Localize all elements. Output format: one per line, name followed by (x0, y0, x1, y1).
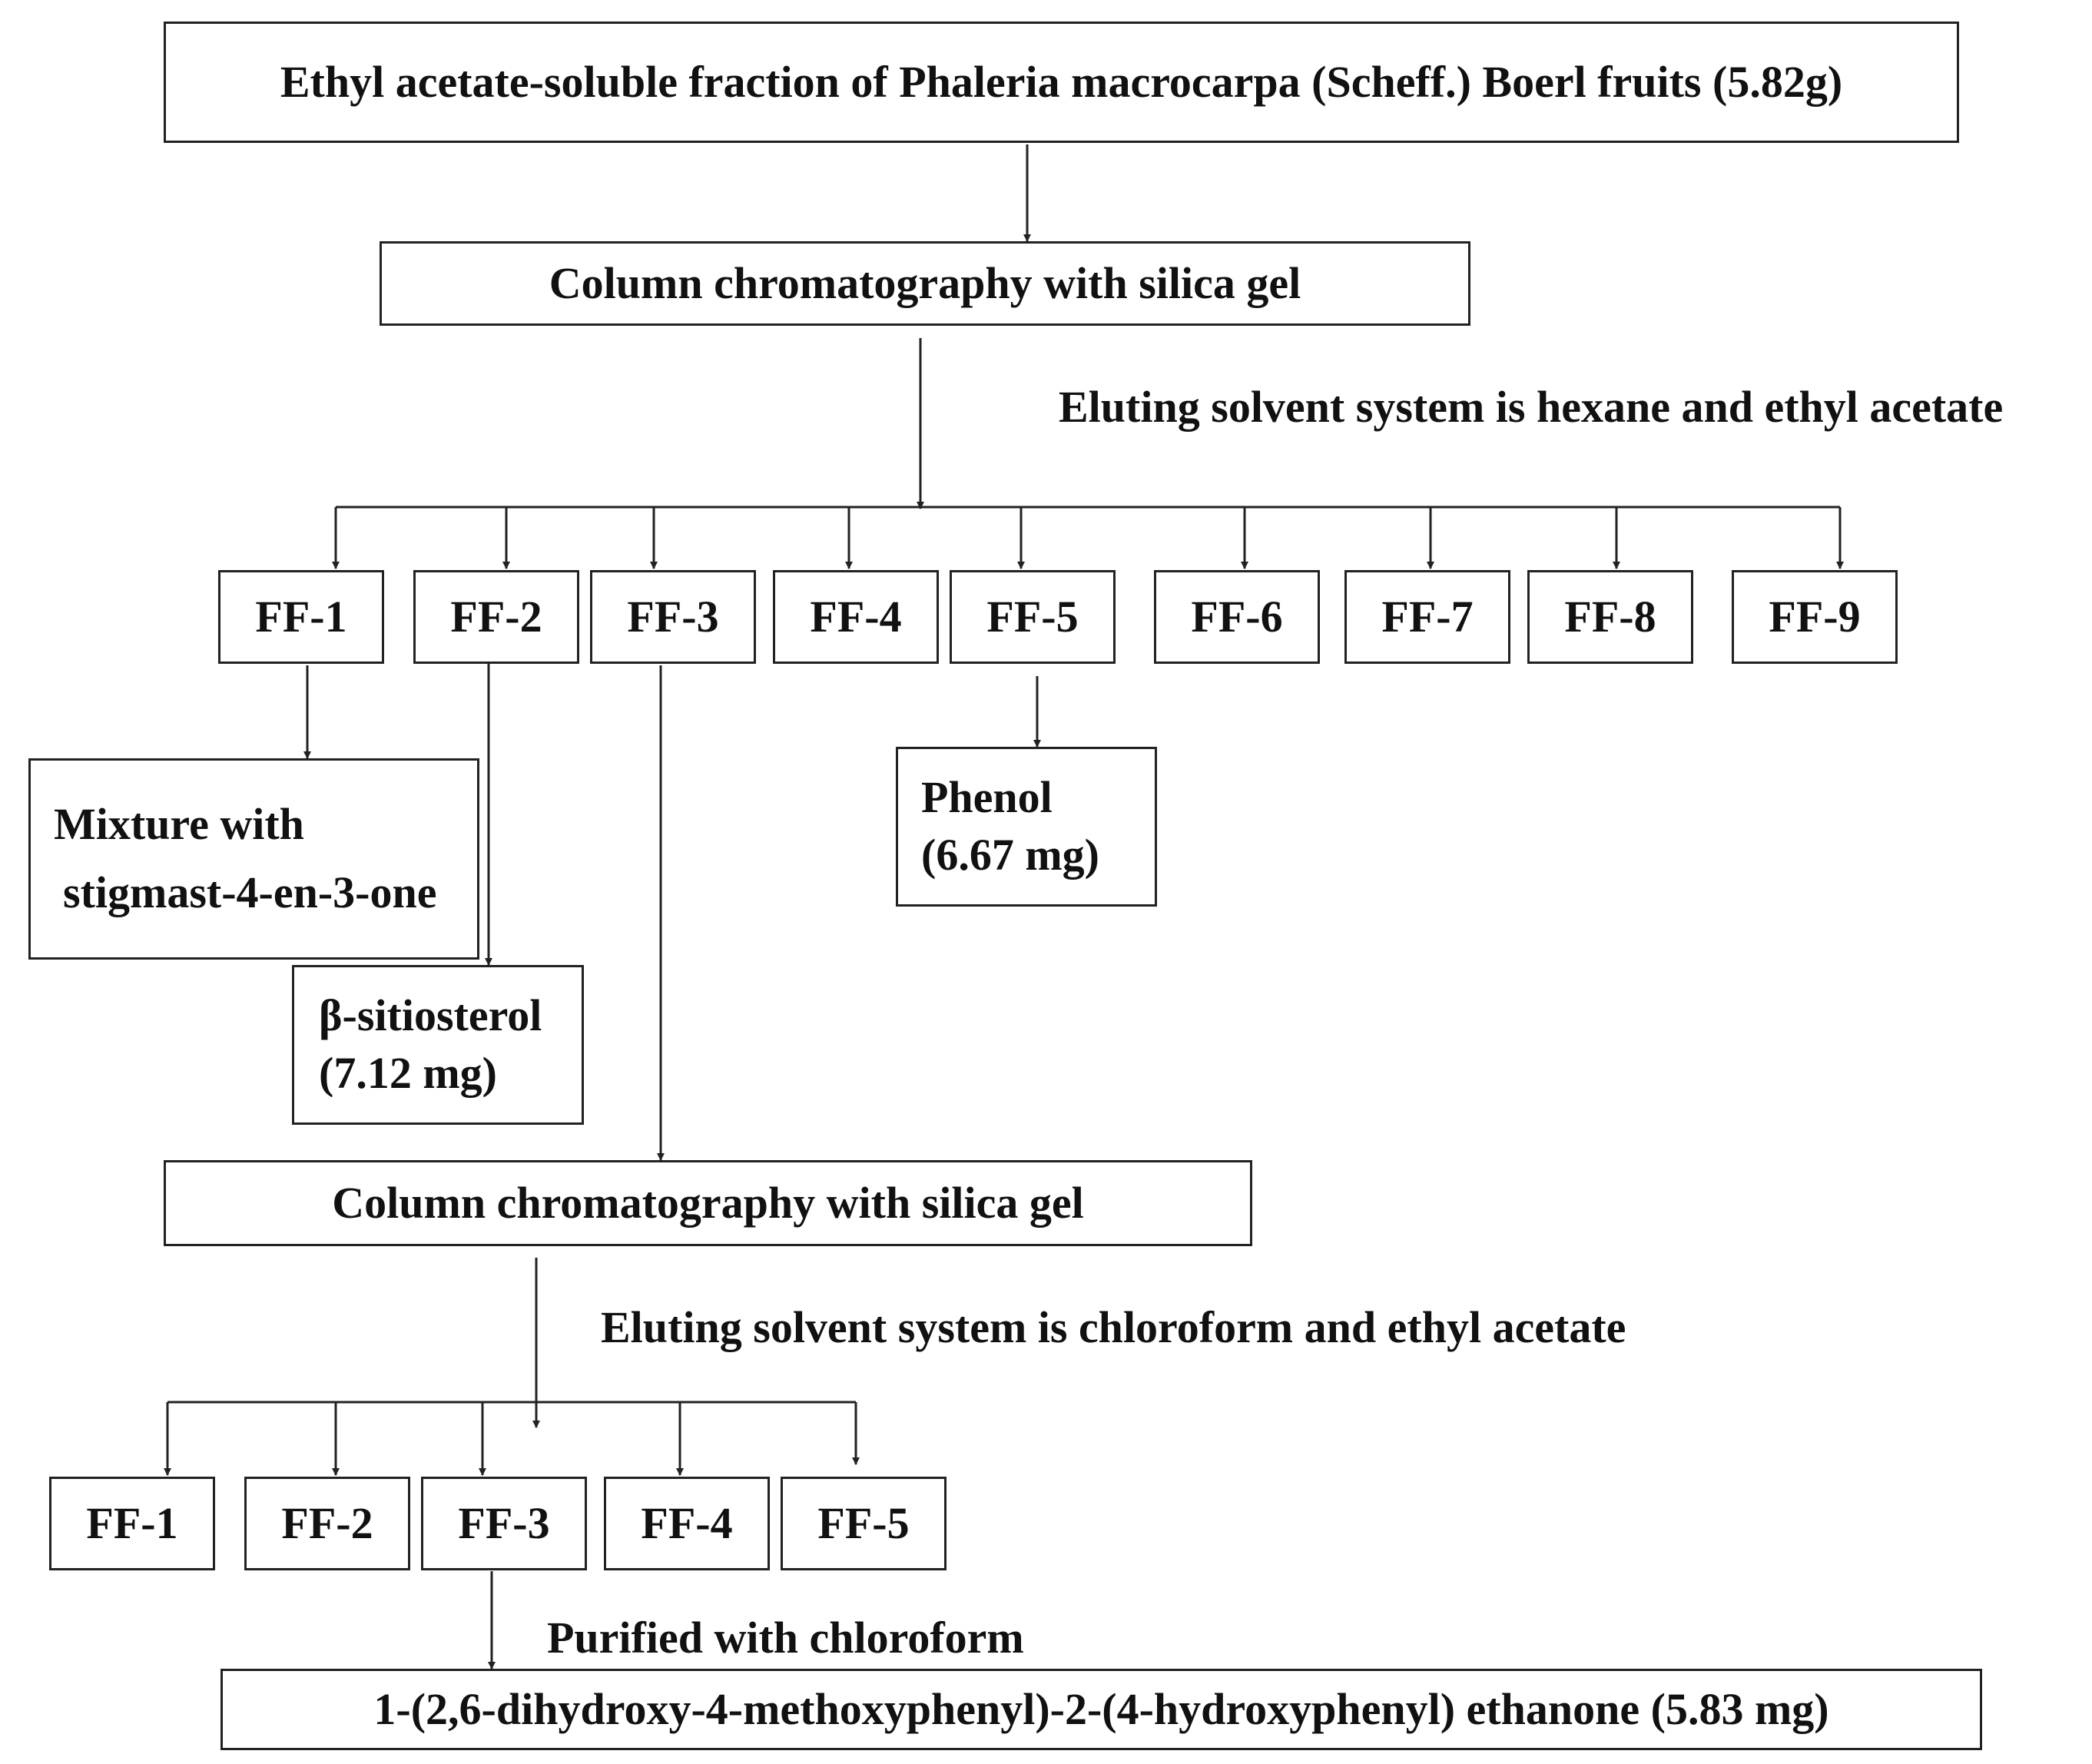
fraction-label: FF-6 (1191, 591, 1283, 642)
mixture-line-1: Mixture with (54, 799, 304, 850)
sitosterol-amount: (7.12 mg) (319, 1048, 497, 1098)
mixture-line-2: stigmast-4-en-3-one (63, 867, 437, 917)
column-chromatography-2: Column chromatography with silica gel (164, 1160, 1252, 1246)
mixture-box: Mixture with stigmast-4-en-3-one (28, 758, 479, 960)
fraction-label: FF-1 (255, 591, 347, 642)
fraction-ff7: FF-7 (1344, 570, 1510, 664)
eluent-label-2: Eluting solvent system is chloroform and… (601, 1302, 1626, 1352)
sitosterol-name: β-sitiosterol (319, 990, 542, 1041)
purify-label: Purified with chloroform (547, 1613, 1024, 1663)
source-box: Ethyl acetate-soluble fraction of Phaler… (164, 22, 1959, 143)
phenol-box: Phenol (6.67 mg) (896, 747, 1157, 907)
fraction2-ff3: FF-3 (421, 1477, 587, 1570)
fraction-label: FF-9 (1769, 591, 1861, 642)
fraction-ff1: FF-1 (218, 570, 384, 664)
fraction-label: FF-2 (281, 1497, 373, 1548)
fraction-label: FF-1 (86, 1497, 178, 1548)
fraction-label: FF-2 (450, 591, 542, 642)
phenol-name: Phenol (921, 772, 1053, 823)
column-chromatography-2-text: Column chromatography with silica gel (332, 1177, 1084, 1228)
fraction2-ff4: FF-4 (604, 1477, 770, 1570)
fraction2-ff5: FF-5 (781, 1477, 947, 1570)
fraction-label: FF-5 (986, 591, 1079, 642)
final-product-box: 1-(2,6-dihydroxy-4-methoxyphenyl)-2-(4-h… (220, 1669, 1982, 1750)
fraction-ff5: FF-5 (950, 570, 1116, 664)
fraction-label: FF-4 (810, 591, 902, 642)
source-text: Ethyl acetate-soluble fraction of Phaler… (280, 56, 1843, 107)
fraction-ff8: FF-8 (1527, 570, 1693, 664)
sitosterol-box: β-sitiosterol (7.12 mg) (292, 965, 584, 1125)
fraction-ff3: FF-3 (590, 570, 756, 664)
fraction-label: FF-3 (627, 591, 719, 642)
fraction-label: FF-8 (1564, 591, 1656, 642)
fraction-ff4: FF-4 (773, 570, 939, 664)
fraction-label: FF-5 (817, 1497, 910, 1548)
fraction2-ff2: FF-2 (244, 1477, 410, 1570)
eluent-label-1: Eluting solvent system is hexane and eth… (1059, 382, 2004, 432)
column-chromatography-1-text: Column chromatography with silica gel (549, 257, 1301, 308)
fraction-label: FF-3 (458, 1497, 550, 1548)
fraction-ff9: FF-9 (1732, 570, 1898, 664)
fraction-ff2: FF-2 (413, 570, 579, 664)
phenol-amount: (6.67 mg) (921, 830, 1099, 880)
fraction-label: FF-7 (1381, 591, 1474, 642)
column-chromatography-1: Column chromatography with silica gel (380, 241, 1470, 326)
final-product-text: 1-(2,6-dihydroxy-4-methoxyphenyl)-2-(4-h… (373, 1683, 1829, 1734)
fraction-label: FF-4 (641, 1497, 733, 1548)
fraction-ff6: FF-6 (1154, 570, 1320, 664)
fraction2-ff1: FF-1 (49, 1477, 215, 1570)
